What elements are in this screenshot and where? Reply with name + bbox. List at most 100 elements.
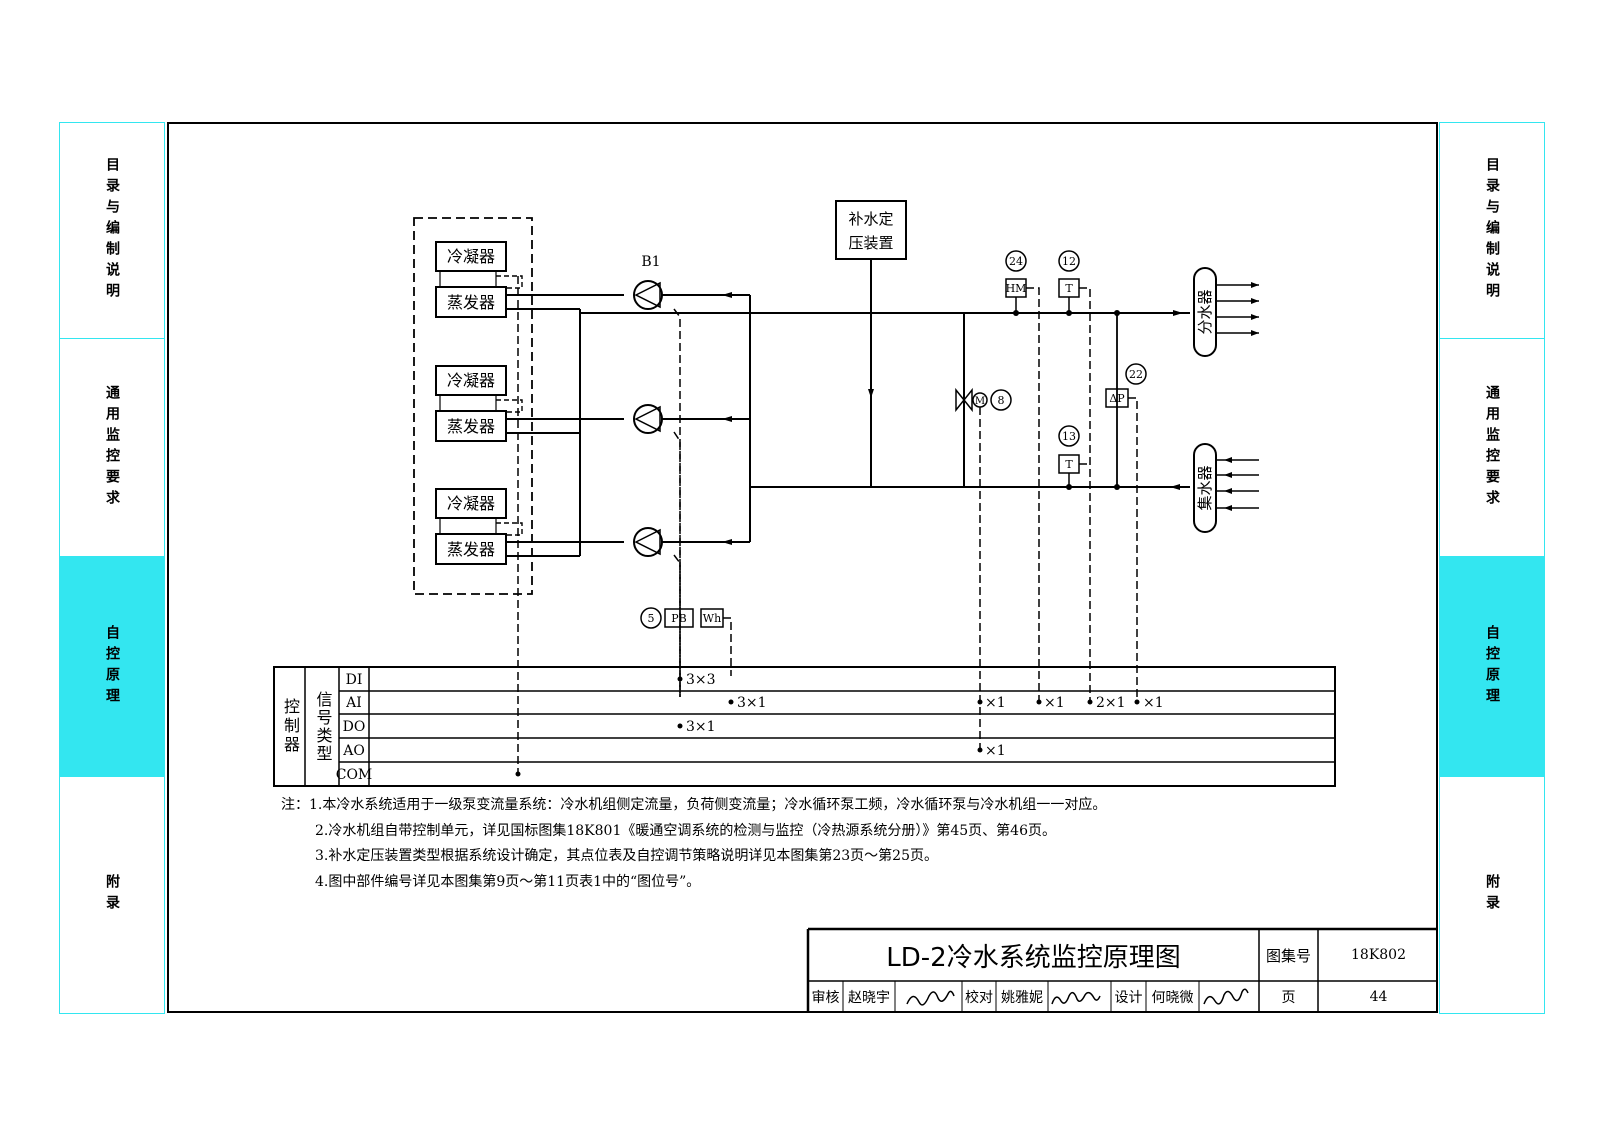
pump-triangle [634,405,661,433]
condenser-label: 冷凝器 [447,371,495,390]
valve-tag-circle [990,389,1012,411]
tab-label: 目录与编制说明 [104,157,120,304]
signal-dp [1128,397,1138,700]
designer-name: 何晓微 [1151,990,1194,1006]
signal-t-supply [1079,287,1091,700]
junction-dot [1114,484,1120,490]
signal-pump [673,431,681,697]
note-2: 2.冷水机组自带控制单元，详见国标图集18K801《暖通空调系统的检测与监控（冷… [315,822,1056,839]
review-label: 审核 [811,990,840,1006]
signal-terminal [728,699,734,705]
valve-actuator-tag: M [975,396,985,407]
flow-arrow [722,416,732,422]
hm-tag: HM [1006,282,1027,295]
flow-arrow [1224,457,1232,463]
condenser-box [435,365,507,396]
chiller-internal-link [439,518,497,534]
tab-general-requirements[interactable]: 通用监控要求 [60,339,164,557]
signal-row-ao: AO [342,743,365,759]
chiller-control-stub [496,275,523,536]
tab-appendix[interactable]: 附录 [60,777,164,1013]
pump-label: B1 [641,254,660,270]
return-header-vessel [1193,443,1217,533]
evaporator-label: 蒸发器 [447,293,495,312]
pump-circle [633,527,663,557]
wh-tag: Wh [703,612,721,625]
chiller-internal-link [439,395,497,411]
page-number: 44 [1369,989,1388,1005]
controller-table [273,666,1336,787]
pump-circle [633,280,663,310]
pb-box [664,608,694,628]
signal-terminal [1036,699,1042,705]
junction-dot [1013,310,1019,316]
evaporator-label: 蒸发器 [447,540,495,559]
notes: 注：1.本冷水系统适用于一级泵变流量系统：冷水机组侧定流量，负荷侧变流量；冷水循… [281,793,1106,895]
tab-control-principle[interactable]: 自控原理 [60,557,164,777]
signal-terminal [1087,699,1093,705]
count-ai-dp: ×1 [1143,695,1164,711]
return-branches [1216,459,1259,509]
pb-tag-no: 5 [648,612,655,625]
dp-tag: ΔP [1109,392,1125,405]
signal-wh [723,617,732,676]
condenser-box [435,488,507,519]
drawing-title: LD-2冷水系统监控原理图 [886,942,1181,973]
signal-terminal [1134,699,1140,705]
makeup-label-line1: 补水定 [848,210,893,228]
tab-label: 自控原理 [104,624,120,709]
tab-appendix[interactable]: 附录 [1440,777,1544,1013]
flow-arrow [1251,298,1259,304]
flow-arrow [1251,282,1259,288]
tab-label: 附录 [1484,874,1500,916]
valve-body [955,387,973,413]
atlas-label: 图集号 [1265,946,1311,965]
condenser-label: 冷凝器 [447,494,495,513]
signal-terminal [977,747,983,753]
tab-general-requirements[interactable]: 通用监控要求 [1440,339,1544,557]
note-4: 4.图中部件编号详见本图集第9页～第11页表1中的“图位号”。 [315,873,701,890]
flow-arrow [1170,484,1180,490]
t-supply-tag-circle [1058,250,1080,272]
signal-terminal [677,676,683,682]
tab-contents[interactable]: 目录与编制说明 [1440,123,1544,339]
evaporator-label: 蒸发器 [447,417,495,436]
count-do-pump: 3×1 [686,719,716,735]
t-return-tag-no: 13 [1062,430,1076,443]
pump-triangle [634,281,661,309]
hm-tag-no: 24 [1009,255,1023,268]
flow-arrow [1224,505,1232,511]
junction-dot [1066,310,1072,316]
t-supply-tag-no: 12 [1062,255,1076,268]
makeup-label-line2: 压装置 [848,234,893,252]
note-3: 3.补水定压装置类型根据系统设计确定，其点位表及自控调节策略说明详见本图集第23… [315,848,938,864]
count-di-pump: 3×3 [686,672,716,688]
signal-row-di: DI [346,672,363,688]
tab-control-principle[interactable]: 自控原理 [1440,557,1544,777]
count-ai-valve: ×1 [985,695,1006,711]
signal-row-ai: AI [345,695,362,711]
flow-arrow [1251,330,1259,336]
reviewer-name: 赵晓宇 [848,990,890,1006]
signal-type-label: 信号类型 [313,690,333,763]
note-1: 注：1.本冷水系统适用于一级泵变流量系统：冷水机组侧定流量，负荷侧变流量；冷水循… [281,797,1107,813]
tab-label: 通用监控要求 [1484,384,1500,511]
signal-terminal [515,771,521,777]
t-return-tag-circle [1058,425,1080,447]
junction-dot [1114,310,1120,316]
title-block: LD-2冷水系统监控原理图 图集号 18K802 审核 赵晓宇 校对 姚雅妮 设… [808,929,1439,1013]
tab-contents[interactable]: 目录与编制说明 [60,123,164,339]
drawing-frame [167,122,1438,1013]
left-side-tabs: 目录与编制说明 通用监控要求 自控原理 附录 [59,122,165,1014]
right-side-tabs: 目录与编制说明 通用监控要求 自控原理 附录 [1439,122,1545,1014]
count-ai-temp: 2×1 [1096,695,1126,711]
design-label: 设计 [1114,990,1143,1006]
supply-header-label: 分水器 [1196,289,1214,334]
dp-tag-no: 22 [1129,368,1143,381]
check-label: 校对 [965,990,993,1006]
chiller-group-outline [413,217,533,595]
hm-tag-circle [1005,250,1027,272]
evaporator-box [435,410,507,442]
count-ai-wh: 3×1 [737,695,767,711]
